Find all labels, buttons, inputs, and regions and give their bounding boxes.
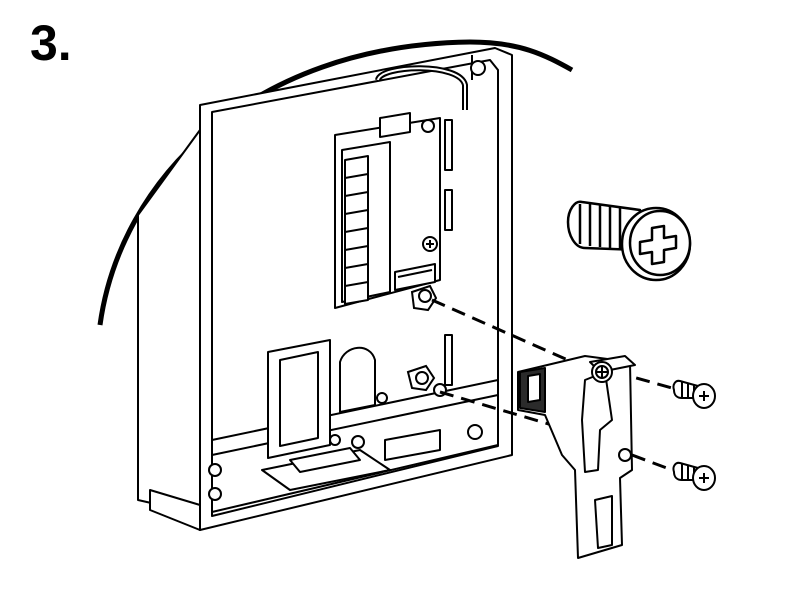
phillips-screw-icon — [672, 461, 716, 491]
standoff-icon — [406, 284, 447, 397]
circuit-board-icon — [334, 112, 441, 309]
phillips-pan-head-screw-icon — [566, 200, 692, 282]
cover-arc — [97, 39, 574, 326]
phillips-screw-icon — [672, 379, 716, 409]
enclosure-housing-icon — [137, 47, 513, 531]
mounting-bracket-icon — [517, 355, 636, 559]
step-number: 3. — [30, 15, 72, 71]
